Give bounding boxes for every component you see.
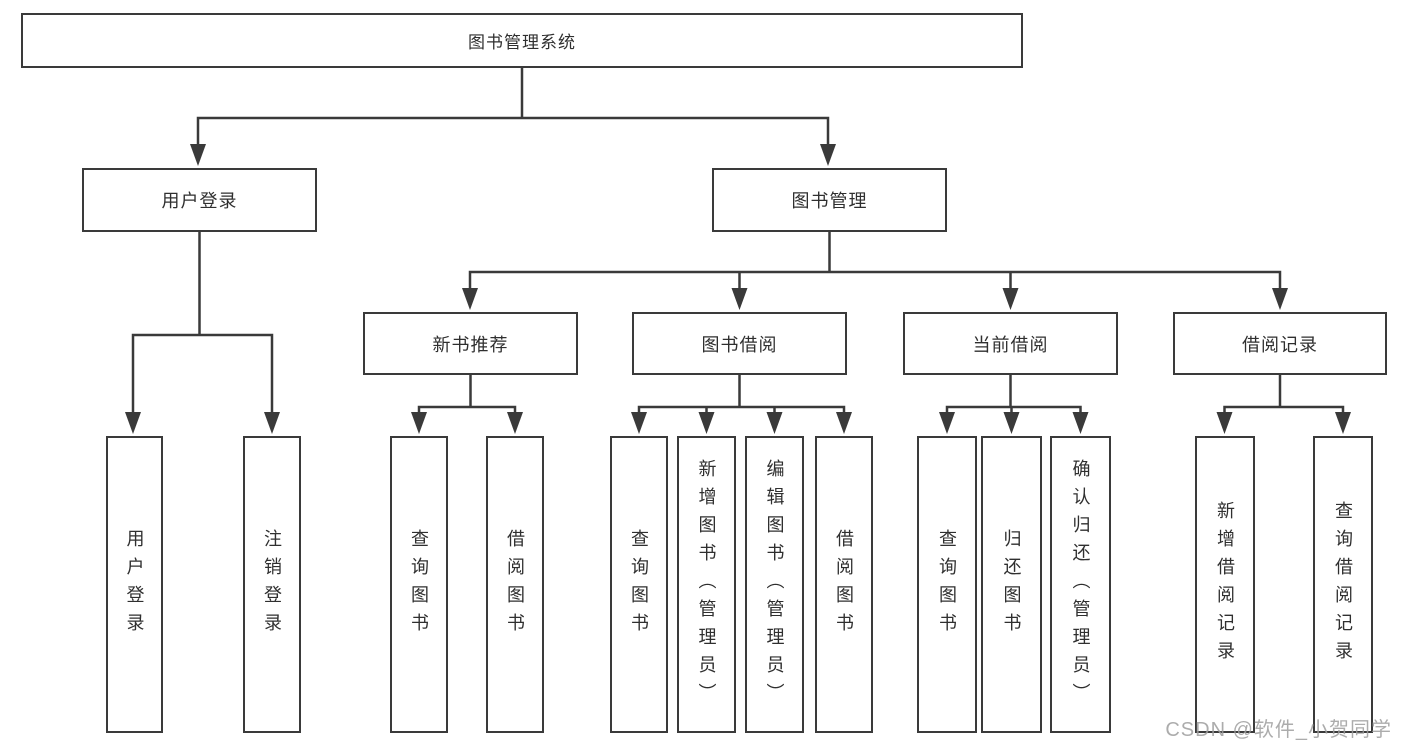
- leaf-logout: 注销登录: [243, 436, 301, 733]
- arrow-down-icon: [1002, 288, 1019, 310]
- arrow-down-icon: [766, 412, 783, 434]
- node-label: 归还图书: [1001, 528, 1022, 641]
- node-label: 查询图书: [409, 528, 429, 641]
- arrowheads: [125, 144, 1351, 434]
- arrow-down-icon: [264, 412, 280, 434]
- node-label: 查询图书: [629, 528, 649, 641]
- csdn-watermark: CSDN @软件_小贺同学: [1165, 719, 1392, 741]
- arrow-down-icon: [411, 412, 427, 434]
- connector-book-management-split: [468, 232, 1282, 294]
- arrow-down-icon: [836, 412, 852, 434]
- arrow-down-icon: [939, 412, 955, 434]
- arrow-down-icon: [698, 412, 715, 434]
- node-label: 借阅图书: [505, 528, 525, 641]
- connector-user-login-split: [131, 232, 274, 420]
- arrow-down-icon: [1072, 412, 1089, 434]
- node-user-login: 用户登录: [82, 168, 317, 232]
- leaf-br-add-record: 新增借阅记录: [1195, 436, 1255, 733]
- leaf-cb-query-books: 查询图书: [917, 436, 977, 733]
- arrow-down-icon: [631, 412, 647, 434]
- leaf-br-query-record: 查询借阅记录: [1313, 436, 1373, 733]
- leaf-user-login: 用户登录: [106, 436, 163, 733]
- connector-new-book-rec-split: [417, 375, 517, 420]
- leaf-rec-query-books: 查询图书: [390, 436, 448, 733]
- arrow-down-icon: [731, 288, 748, 310]
- node-new-book-recommendation: 新书推荐: [363, 312, 578, 375]
- node-library-management-system: 图书管理系统: [21, 13, 1023, 68]
- connector-borrow-records-split: [1223, 375, 1345, 420]
- connector-book-borrow-split: [637, 375, 846, 420]
- node-borrowing-records: 借阅记录: [1173, 312, 1387, 375]
- arrow-down-icon: [1216, 412, 1233, 434]
- node-label: 用户登录: [161, 191, 238, 211]
- node-label: 查询图书: [937, 528, 957, 641]
- node-label: 新书推荐: [432, 334, 509, 355]
- arrow-down-icon: [462, 288, 478, 310]
- node-label: 新增借阅记录: [1215, 500, 1235, 669]
- arrow-down-icon: [1335, 412, 1351, 434]
- node-label: 图书管理: [791, 191, 868, 211]
- leaf-bb-borrow-books: 借阅图书: [815, 436, 873, 733]
- node-label: 借阅记录: [1242, 334, 1318, 355]
- node-label: 图书借阅: [701, 334, 778, 355]
- node-label: 确认归还（管理员）: [1070, 458, 1091, 711]
- arrow-down-icon: [1272, 288, 1288, 310]
- node-book-borrowing: 图书借阅: [632, 312, 847, 375]
- node-label: 用户登录: [124, 528, 145, 641]
- arrow-down-icon: [820, 144, 836, 166]
- leaf-cb-confirm-return-admin: 确认归还（管理员）: [1050, 436, 1111, 733]
- leaf-rec-borrow-books: 借阅图书: [486, 436, 544, 733]
- leaf-cb-return-books: 归还图书: [981, 436, 1042, 733]
- node-label: 图书管理系统: [468, 33, 576, 52]
- node-label: 新增图书（管理员）: [696, 458, 717, 711]
- node-current-borrowing: 当前借阅: [903, 312, 1118, 375]
- arrow-down-icon: [507, 412, 523, 434]
- node-label: 查询借阅记录: [1333, 500, 1353, 669]
- node-label: 当前借阅: [972, 334, 1049, 355]
- connector-root-split: [196, 68, 830, 150]
- node-label: 编辑图书（管理员）: [764, 458, 785, 711]
- arrow-down-icon: [190, 144, 206, 166]
- node-book-management: 图书管理: [712, 168, 947, 232]
- leaf-bb-edit-book-admin: 编辑图书（管理员）: [745, 436, 804, 733]
- arrow-down-icon: [125, 412, 141, 434]
- node-label: 注销登录: [262, 528, 282, 641]
- leaf-bb-add-book-admin: 新增图书（管理员）: [677, 436, 736, 733]
- arrow-down-icon: [1003, 412, 1020, 434]
- node-label: 借阅图书: [834, 528, 854, 641]
- leaf-bb-query-books: 查询图书: [610, 436, 668, 733]
